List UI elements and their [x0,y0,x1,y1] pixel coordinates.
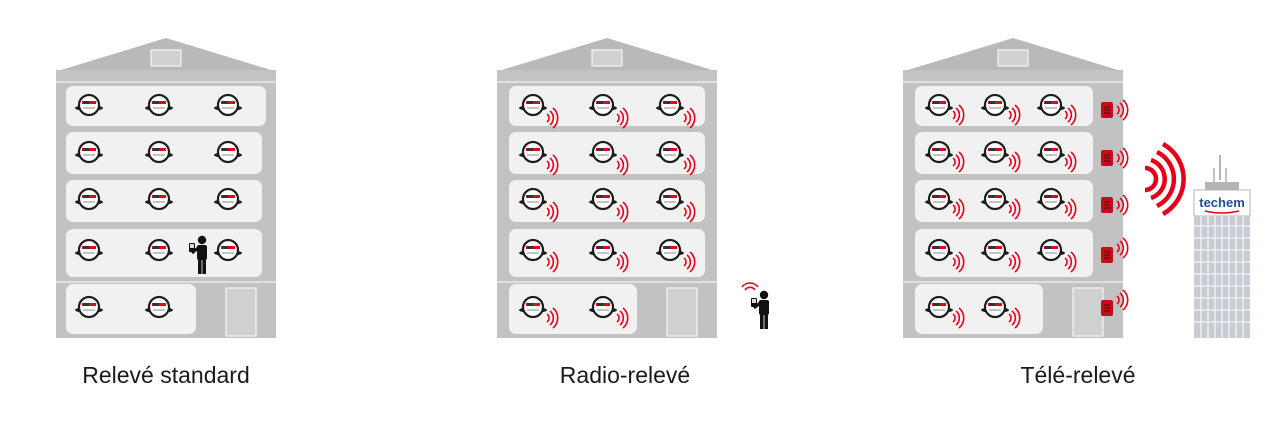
caption-standard: Relevé standard [82,362,250,388]
building-radio [496,37,718,339]
office-tower-icon: techem [1193,155,1251,338]
techem-logo: techem [1199,195,1245,210]
caption-radio: Radio-relevé [559,362,691,388]
caption-tele: Télé-relevé [1020,362,1136,388]
person-with-reader-icon [741,282,771,331]
building-standard [55,37,277,339]
radio-signal-icon [1144,142,1186,216]
building-tele [902,37,1129,339]
